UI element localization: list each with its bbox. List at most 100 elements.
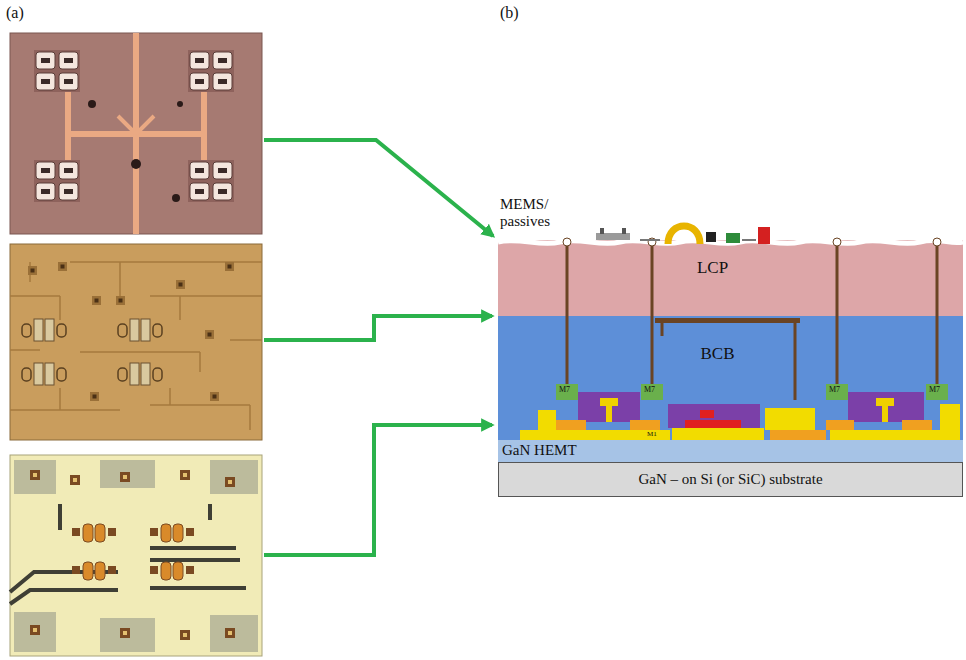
device-structure bbox=[770, 430, 826, 440]
via-interconnect bbox=[567, 246, 937, 384]
micrograph-photo bbox=[70, 475, 80, 485]
micrograph-photo bbox=[10, 455, 262, 656]
mems-surface bbox=[668, 226, 700, 244]
mems-surface bbox=[726, 233, 740, 243]
micrograph-photo bbox=[34, 160, 80, 202]
lcp-layer: LCP bbox=[498, 240, 963, 316]
mems-surface bbox=[563, 238, 571, 246]
metal-label: M7 bbox=[929, 386, 940, 395]
micrograph-photo bbox=[210, 460, 258, 494]
micrograph-photo bbox=[100, 460, 155, 488]
micrograph-photo bbox=[210, 392, 219, 401]
micrograph-photo bbox=[150, 524, 194, 542]
micrograph-photo bbox=[172, 194, 180, 202]
device-structure bbox=[765, 408, 815, 430]
mems-surface bbox=[706, 232, 716, 242]
layer-label: MEMS/ passives bbox=[500, 196, 564, 229]
micrograph-photo bbox=[90, 392, 99, 401]
device-structure bbox=[700, 410, 714, 418]
metal-label: M7 bbox=[829, 386, 840, 395]
micrograph-photo bbox=[30, 625, 40, 635]
device-structure bbox=[520, 430, 670, 440]
device-structure bbox=[685, 420, 741, 432]
micrograph-photo bbox=[10, 455, 262, 656]
micrograph-photo bbox=[118, 319, 162, 341]
micrograph-photo bbox=[72, 524, 116, 542]
device-structure bbox=[641, 384, 663, 400]
micrograph-photo bbox=[118, 116, 154, 134]
device-structure bbox=[876, 398, 894, 406]
hemt-layer: GaN HEMT bbox=[498, 440, 963, 462]
device-structure bbox=[926, 384, 948, 400]
pointer-arrows bbox=[264, 140, 493, 555]
pointer-arrow bbox=[264, 140, 493, 236]
micrograph-photo bbox=[177, 101, 183, 107]
micrograph-photo bbox=[176, 280, 185, 289]
device-structure bbox=[826, 420, 854, 430]
mems-surface bbox=[498, 240, 963, 243]
mems-surface bbox=[833, 238, 841, 246]
mems-surface bbox=[648, 238, 656, 246]
device-structure bbox=[848, 392, 924, 422]
device-structure bbox=[578, 392, 640, 422]
micrograph-photo bbox=[22, 319, 66, 341]
micrograph-photo bbox=[225, 477, 235, 487]
layer-name: LCP bbox=[697, 258, 728, 278]
device-structure bbox=[668, 404, 760, 428]
via-interconnect bbox=[567, 246, 937, 400]
micrograph-photo bbox=[10, 455, 262, 656]
device-structure bbox=[630, 420, 660, 430]
micrograph-photo bbox=[118, 363, 162, 385]
micrograph-photo bbox=[120, 628, 130, 638]
device-structure bbox=[520, 384, 960, 440]
micrograph-photo bbox=[34, 50, 80, 92]
via-interconnect bbox=[655, 318, 800, 323]
micrograph-photo bbox=[30, 470, 40, 480]
micrograph-photo bbox=[10, 33, 262, 234]
device-structure bbox=[606, 406, 612, 422]
device-structure bbox=[556, 384, 578, 400]
micrograph-photo bbox=[180, 470, 190, 480]
pointer-arrow bbox=[264, 425, 492, 555]
micrograph-photo bbox=[28, 266, 37, 275]
micrograph-photo bbox=[188, 50, 234, 92]
micrograph-photo bbox=[210, 615, 258, 652]
pointer-arrow bbox=[264, 316, 492, 340]
micrograph-photo bbox=[225, 628, 235, 638]
device-structure bbox=[940, 404, 960, 430]
device-structure bbox=[826, 384, 848, 400]
panel-label: (a) bbox=[6, 4, 24, 22]
micrograph-photo bbox=[68, 33, 204, 234]
micrograph-photo bbox=[180, 630, 190, 640]
micrograph-photo bbox=[205, 330, 214, 339]
micrograph-photo bbox=[72, 562, 116, 580]
metal-label: M7 bbox=[644, 386, 655, 395]
device-structure bbox=[882, 406, 888, 422]
device-structure bbox=[556, 420, 586, 430]
mems-surface bbox=[933, 238, 941, 246]
micrograph-photo bbox=[10, 244, 262, 440]
micrograph-photo bbox=[88, 100, 96, 108]
micrograph-photo bbox=[58, 262, 67, 271]
metal-label: M1 bbox=[647, 431, 657, 439]
micrograph-photo bbox=[116, 296, 125, 305]
micrograph-photo bbox=[92, 296, 101, 305]
panel-label: (b) bbox=[500, 4, 519, 22]
micrograph-photo bbox=[225, 262, 234, 271]
micrograph-photo bbox=[10, 33, 262, 234]
mems-surface bbox=[600, 228, 604, 234]
micrograph-photo bbox=[188, 160, 234, 202]
layer-name: BCB bbox=[700, 344, 734, 364]
device-structure bbox=[600, 398, 618, 406]
micrograph-photo bbox=[10, 504, 246, 604]
micrograph-photo bbox=[14, 612, 56, 652]
micrograph-photo bbox=[10, 262, 262, 430]
micrograph-photo bbox=[131, 159, 141, 169]
layer-name: GaN HEMT bbox=[502, 442, 577, 459]
substrate-layer: GaN – on Si (or SiC) substrate bbox=[498, 462, 963, 497]
device-structure bbox=[830, 430, 960, 440]
device-structure bbox=[538, 410, 556, 430]
micrograph-photo bbox=[120, 472, 130, 482]
mems-surface bbox=[758, 227, 770, 244]
